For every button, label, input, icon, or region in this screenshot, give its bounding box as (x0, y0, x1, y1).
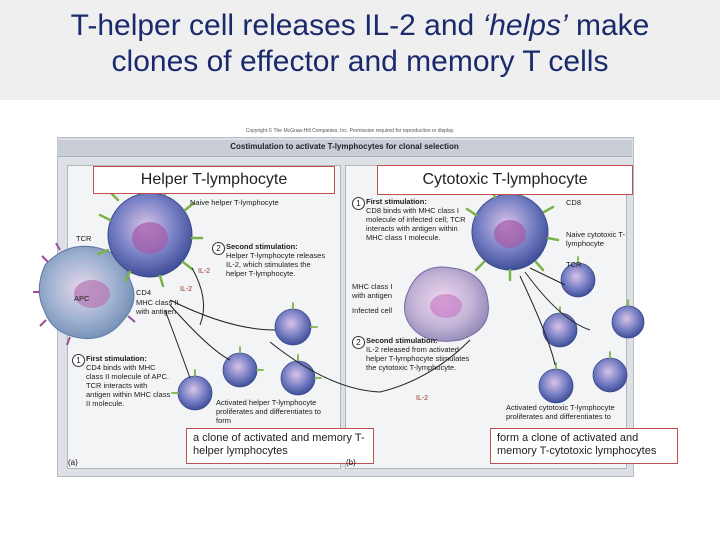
helper-title-box: Helper T-lymphocyte (93, 166, 335, 194)
left-arrows (164, 267, 276, 379)
naive-helper-label: Naive helper T-lymphocyte (190, 198, 279, 207)
cytotoxic-clone-box: form a clone of activated and memory T-c… (490, 428, 678, 464)
step-number-1-right: 1 (352, 197, 365, 210)
left-clone-cells (171, 302, 322, 411)
cd4-label: CD4 (136, 288, 152, 297)
title-line1-emphasis: ‘helps’ (482, 9, 568, 42)
il2-label-left: IL-2 (198, 268, 211, 275)
naive-helper-cell (96, 181, 204, 288)
infected-cell (404, 266, 489, 342)
il2-label-left-2: IL-2 (180, 286, 193, 293)
slide-title: T-helper cell releases IL-2 and ‘helps’ … (0, 8, 720, 80)
naive-cytotoxic-cell (465, 184, 560, 282)
helper-clone-box: a clone of activated and memory T-helper… (186, 428, 374, 464)
copyright-notice: Copyright © The McGraw-Hill Companies, I… (245, 128, 455, 134)
tcr-label-right: TCR (566, 260, 582, 269)
figure-header-text: Costimulation to activate T-lymphocytes … (230, 142, 459, 151)
cytotoxic-step1-title: First stimulation: (366, 197, 427, 206)
activated-helper-label: Activated helper T-lymphocyte proliferat… (216, 398, 321, 425)
helper-first-stimulation: First stimulation: CD4 binds with MHC cl… (86, 354, 172, 408)
title-line1-end: make (567, 9, 650, 42)
title-line2: clones of effector and memory T cells (111, 45, 609, 78)
right-arrows (269, 267, 591, 393)
activated-cytotoxic-label: Activated cytotoxic T-lymphocyte prolife… (506, 403, 615, 421)
naive-cytotoxic-label: Naive cytotoxic T-lymphocyte (566, 230, 626, 248)
cytotoxic-title-box: Cytotoxic T-lymphocyte (377, 165, 633, 195)
panel-letter-a: (a) (68, 458, 78, 467)
cytotoxic-second-stimulation: Second stimulation: IL-2 released from a… (366, 336, 478, 372)
cytotoxic-step2-text: IL-2 released from activated helper T-ly… (366, 345, 470, 372)
panel-letter-b: (b) (346, 458, 356, 467)
mhc-class-ii-label: MHC class II with antigen (136, 298, 179, 316)
right-clone-cells (538, 256, 645, 404)
helper-step2-title: Second stimulation: (226, 242, 298, 251)
cytotoxic-first-stimulation: First stimulation: CD8 binds with MHC cl… (366, 197, 476, 242)
infected-cell-label: Infected cell (352, 306, 393, 315)
step-number-1-left: 1 (72, 354, 85, 367)
title-band (0, 0, 720, 100)
il2-label-right: IL-2 (416, 395, 429, 402)
helper-step1-title: First stimulation: (86, 354, 147, 363)
tcr-label-left: TCR (76, 234, 92, 243)
step-number-2-right: 2 (352, 336, 365, 349)
title-line1-start: T-helper cell releases IL-2 and (70, 9, 483, 42)
step-number-2-left: 2 (212, 242, 225, 255)
cd8-label: CD8 (566, 198, 582, 207)
helper-step2-text: Helper T-lymphocyte releases IL-2, which… (226, 251, 326, 278)
apc-cell (33, 242, 136, 346)
cytotoxic-step1-text: CD8 binds with MHC class I molecule of i… (366, 206, 466, 242)
figure-header: Costimulation to activate T-lymphocytes … (57, 140, 632, 157)
cytotoxic-step2-title: Second stimulation: (366, 336, 438, 345)
mhc-class-i-label: MHC class I with antigen (352, 282, 393, 300)
helper-second-stimulation: Second stimulation: Helper T-lymphocyte … (226, 242, 332, 278)
helper-step1-text: CD4 binds with MHC class II molecule of … (86, 363, 171, 408)
apc-label: APC (74, 294, 90, 303)
